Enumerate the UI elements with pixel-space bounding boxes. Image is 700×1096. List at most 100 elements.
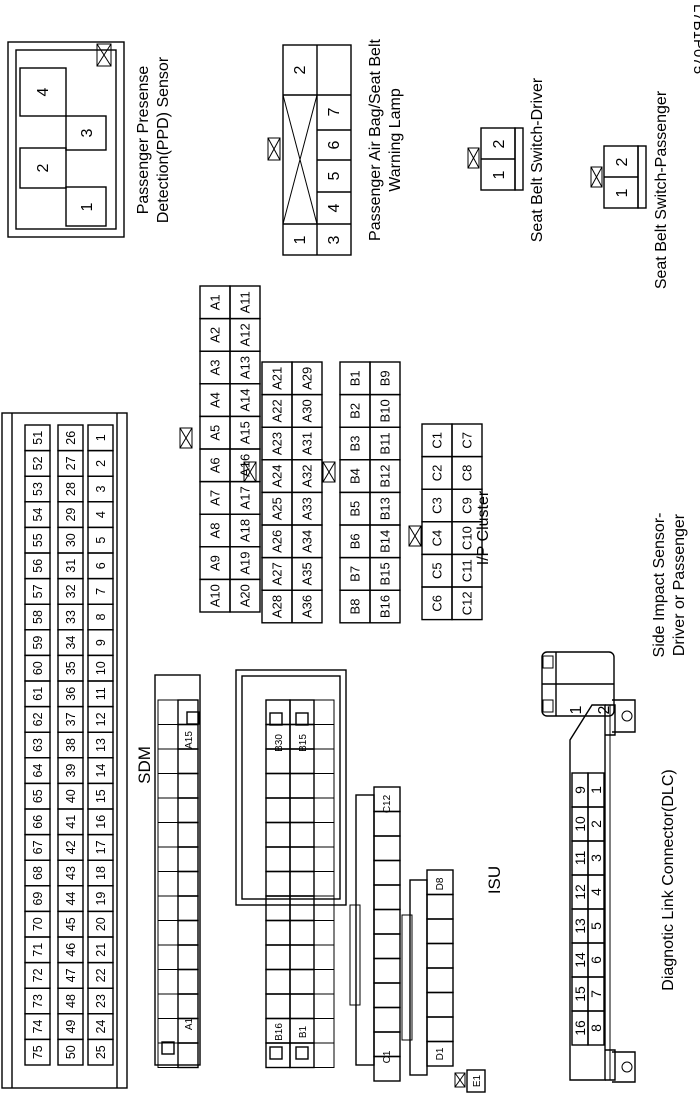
ip-pin-A28: A28 [270,595,285,618]
big-pin-33: 33 [64,610,78,624]
big-pin-70: 70 [31,917,45,931]
ip-pin-A29: A29 [300,367,315,390]
big-pin-45: 45 [64,917,78,931]
belt-driver-label: Seat Belt Switch-Driver [529,77,546,242]
dlc-pin-1: 1 [588,786,604,794]
lamp-pin-4: 4 [326,203,343,212]
ip-pin-C12-cell [451,586,483,621]
big-pin-62: 62 [31,712,45,726]
belt-driver-pin-2: 2 [491,139,508,148]
big-pin-4: 4 [94,511,108,518]
big-pin-40: 40 [64,789,78,803]
big-pin-35: 35 [64,661,78,675]
big-pin-47: 47 [64,968,78,982]
ip-pin-A20: A20 [238,584,253,607]
ip-pin-A1: A1 [208,294,223,310]
ip-pin-B10: B10 [378,399,393,422]
side-impact-label-line1: Side Impact Sensor- [651,513,668,658]
big-pin-75-cell [24,1038,51,1066]
big-pin-48: 48 [64,994,78,1008]
big-pin-42: 42 [64,840,78,854]
big-pin-12: 12 [94,712,108,726]
ip-pin-B1: B1 [348,370,363,386]
big-pin-2: 2 [94,460,108,467]
airbag-lamp-connector: 1 2 3 4 5 6 7 [267,44,352,256]
ip-pin-A19: A19 [238,552,253,575]
big-pin-36: 36 [64,687,78,701]
isu-label: ISU [485,866,504,894]
ip-pin-A27: A27 [270,562,285,585]
sdm-c12: C12 [382,794,393,813]
big-pin-37: 37 [64,712,78,726]
big-pin-46: 46 [64,943,78,957]
sdm-b16: B16 [274,1023,285,1041]
ip-pin-B3: B3 [348,436,363,452]
big-pin-14: 14 [94,764,108,778]
big-pin-60: 60 [31,661,45,675]
ip-pin-C8: C8 [460,465,475,482]
ip-pin-B9: B9 [378,370,393,386]
ip-pin-C5: C5 [430,562,445,579]
big-pin-1: 1 [94,434,108,441]
lamp-pin-7: 7 [326,107,343,116]
big-pin-9: 9 [94,639,108,646]
ip-pin-A4: A4 [208,392,223,408]
big-pin-58: 58 [31,610,45,624]
dlc-pin-16: 16 [572,1020,588,1036]
ip-pin-C3: C3 [430,497,445,514]
ip-pin-A13: A13 [238,356,253,379]
sdm-a1: A1 [184,1017,195,1030]
dlc-pin-11: 11 [572,851,588,866]
big-pin-15: 15 [94,789,108,803]
big-pin-7: 7 [94,588,108,595]
ppd-pin-3: 3 [79,128,96,137]
ppd-label-line2: Detection(PPD) Sensor [155,56,172,223]
big-pin-27: 27 [64,456,78,470]
sdm-c1: C1 [382,1050,393,1063]
big-pin-10: 10 [94,661,108,675]
ip-pin-A36-cell [291,589,323,624]
dlc-label: Diagnotic Link Connector(DLC) [660,769,677,990]
ip-pin-A14: A14 [238,389,253,412]
ip-pin-A22: A22 [270,399,285,422]
big-pin-67: 67 [31,840,45,854]
ip-pin-A35: A35 [300,562,315,585]
lamp-pin-3: 3 [326,235,343,244]
big-pin-50: 50 [64,1045,78,1059]
lamp-pin-2: 2 [292,65,309,74]
lamp-pin-5: 5 [326,171,343,180]
sdm-b15: B15 [298,734,309,752]
side-impact-pin-1: 1 [568,705,585,714]
big-pin-63: 63 [31,738,45,752]
big-pin-41: 41 [64,815,78,829]
sdm-e1: E1 [472,1074,483,1087]
ip-pin-B4: B4 [348,468,363,484]
big-pin-13: 13 [94,738,108,752]
lamp-label-line2: Warning Lamp [387,88,404,192]
big-pin-18: 18 [94,866,108,880]
sdm-d8: D8 [435,877,446,890]
seat-belt-driver-connector: 1 2 [467,127,524,191]
big-pin-75: 75 [31,1045,45,1059]
ip-pin-B12: B12 [378,465,393,488]
sdm-b30: B30 [274,734,285,752]
ppd-pin-1: 1 [79,202,96,211]
big-pin-49: 49 [64,1020,78,1034]
side-impact-sensor-connector: 1 2 [541,651,615,717]
ip-pin-C12: C12 [460,591,475,615]
big-pin-55: 55 [31,533,45,547]
big-pin-3: 3 [94,485,108,492]
dlc-pin-4: 4 [588,888,604,896]
big-pin-17: 17 [94,840,108,854]
big-pin-53: 53 [31,482,45,496]
ip-pin-B6: B6 [348,533,363,549]
sdm-label: SDM [135,746,154,784]
big-pin-73: 73 [31,994,45,1008]
big-pin-23: 23 [94,994,108,1008]
big-pin-25: 25 [94,1045,108,1059]
big-pin-20: 20 [94,917,108,931]
big-pin-38: 38 [64,738,78,752]
